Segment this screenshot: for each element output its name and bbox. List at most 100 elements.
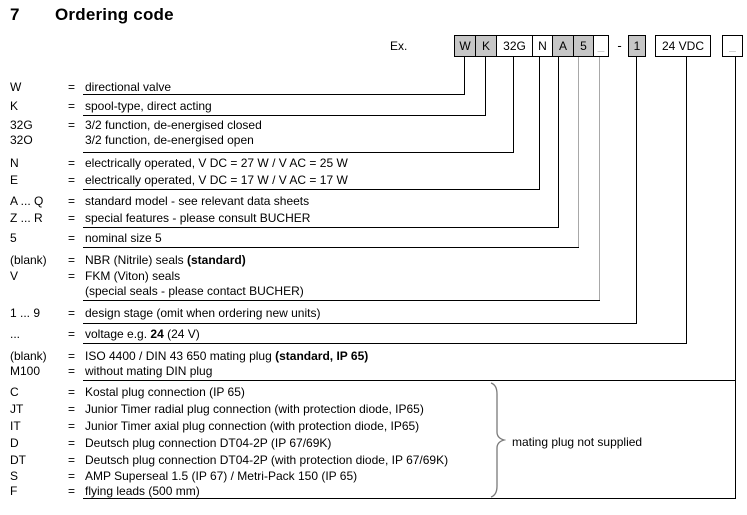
code-value: IT [10,419,21,433]
code-box-plug-blank: _ [722,35,743,57]
code-description: FKM (Viton) seals [85,269,181,283]
code-value: F [10,484,18,498]
connector-voltage [686,57,687,343]
code-box-1: 1 [628,35,646,57]
code-description: Deutsch plug connection DT04-2P (with pr… [85,453,449,467]
code-value: (blank) [10,349,47,363]
group-brace [490,382,506,498]
code-box-5: 5 [573,35,594,57]
connector-w [464,57,465,94]
equals-sign: = [68,419,76,433]
code-box-w: W [454,35,476,57]
connector-5 [578,57,579,247]
code-value: S [10,469,19,483]
example-label: Ex. [390,39,408,53]
equals-sign: = [68,364,76,378]
code-description: special features - please consult BUCHER [85,211,311,225]
underline-32o [83,152,514,153]
code-row-w: W = directional valve [0,81,747,95]
code-row-k: K = spool-type, direct acting [0,100,747,114]
connector-plug [735,57,736,498]
code-description: 3/2 function, de-energised open [85,133,254,147]
equals-sign: = [68,484,76,498]
code-description: Junior Timer axial plug connection (with… [85,419,420,433]
connector-a [558,57,559,227]
code-description: Kostal plug connection (IP 65) [85,385,245,399]
equals-sign: = [68,402,76,416]
code-value: N [10,156,19,170]
code-box-label: K [481,39,490,53]
code-box-label: 24 VDC [661,39,705,53]
underline-5 [83,247,579,248]
code-row-dt: DT=Deutsch plug connection DT04-2P (with… [0,454,747,468]
underline-e [83,189,540,190]
code-row-m100: M100=without mating DIN plug [0,365,747,379]
equals-sign: = [68,194,76,208]
code-row-design-stage: 1 ... 9 = design stage (omit when ordering… [0,307,747,321]
code-box-label: N [538,39,547,53]
code-description: AMP Superseal 1.5 (IP 67) / Metri-Pack 1… [85,469,358,483]
underline-seals [83,300,600,301]
code-value: W [10,80,22,94]
equals-sign: = [68,173,76,187]
code-box-a: A [552,35,574,57]
connector-k [485,57,486,115]
code-row-zr: Z ... R=special features - please consul… [0,212,747,226]
code-box-label: 1 [633,39,641,53]
code-row-iso-plug: (blank)=ISO 4400 / DIN 43 650 mating plu… [0,350,747,364]
code-description: directional valve [85,80,172,94]
code-description: NBR (Nitrile) seals (standard) [85,253,246,267]
underline-m100 [83,380,736,381]
code-value: E [10,173,19,187]
code-value: ... [10,327,21,341]
underline-zr [83,227,559,228]
underline-k [83,115,486,116]
code-row-special-seals: (special seals - please contact BUCHER) [0,285,747,299]
code-row-it: IT = Junior Timer axial plug connection (w… [0,420,747,434]
code-description: spool-type, direct acting [85,99,212,113]
code-description: electrically operated, V DC = 27 W / V A… [85,156,348,170]
code-description: Deutsch plug connection DT04-2P (IP 67/6… [85,436,332,450]
code-description: design stage (omit when ordering new uni… [85,306,321,320]
code-value: V [10,269,19,283]
code-box-32g: 32G [496,35,533,57]
equals-sign: = [68,327,76,341]
brace-label: mating plug not supplied [512,435,643,449]
connector-seals [599,57,600,300]
code-description: voltage e.g. 24 (24 V) [85,327,200,341]
equals-sign: = [68,306,76,320]
equals-sign: = [68,436,76,450]
equals-sign: = [68,99,76,113]
page-title: Ordering code [55,5,174,24]
code-row-jt: JT=Junior Timer radial plug connection (… [0,403,747,417]
code-description: Junior Timer radial plug connection (wit… [85,402,424,416]
code-row-d: D = Deutsch plug connection DT04-2P (IP 67… [0,437,747,451]
equals-sign: = [68,156,76,170]
code-description: flying leads (500 mm) [85,484,200,498]
equals-sign: = [68,80,76,94]
code-value: K [10,99,19,113]
code-box-seal-blank: _ [593,35,609,57]
equals-sign: = [68,453,76,467]
code-row-c: C=Kostal plug connection (IP 65) [0,386,747,400]
connector-n [539,57,540,189]
code-row-32g: 32G=3/2 function, de-energised closed [0,119,747,133]
underline-w [83,94,465,95]
code-value: 5 [10,231,17,245]
code-value: C [10,385,19,399]
separator-dash: - [617,38,622,53]
code-row-nbr: (blank)=NBR (Nitrile) seals (standard) [0,254,747,268]
code-box-label: A [558,39,567,53]
code-row-voltage: ... = voltage e.g. 24 (24 V) [0,328,747,342]
code-value: 1 ... 9 [10,306,41,320]
code-value: D [10,436,19,450]
code-value: M100 [10,364,41,378]
code-description: 3/2 function, de-energised closed [85,118,262,132]
equals-sign: = [68,253,76,267]
code-box-label: 32G [503,39,526,53]
underline-design [83,323,637,324]
equals-sign: = [68,211,76,225]
code-box-label: W [459,39,471,53]
